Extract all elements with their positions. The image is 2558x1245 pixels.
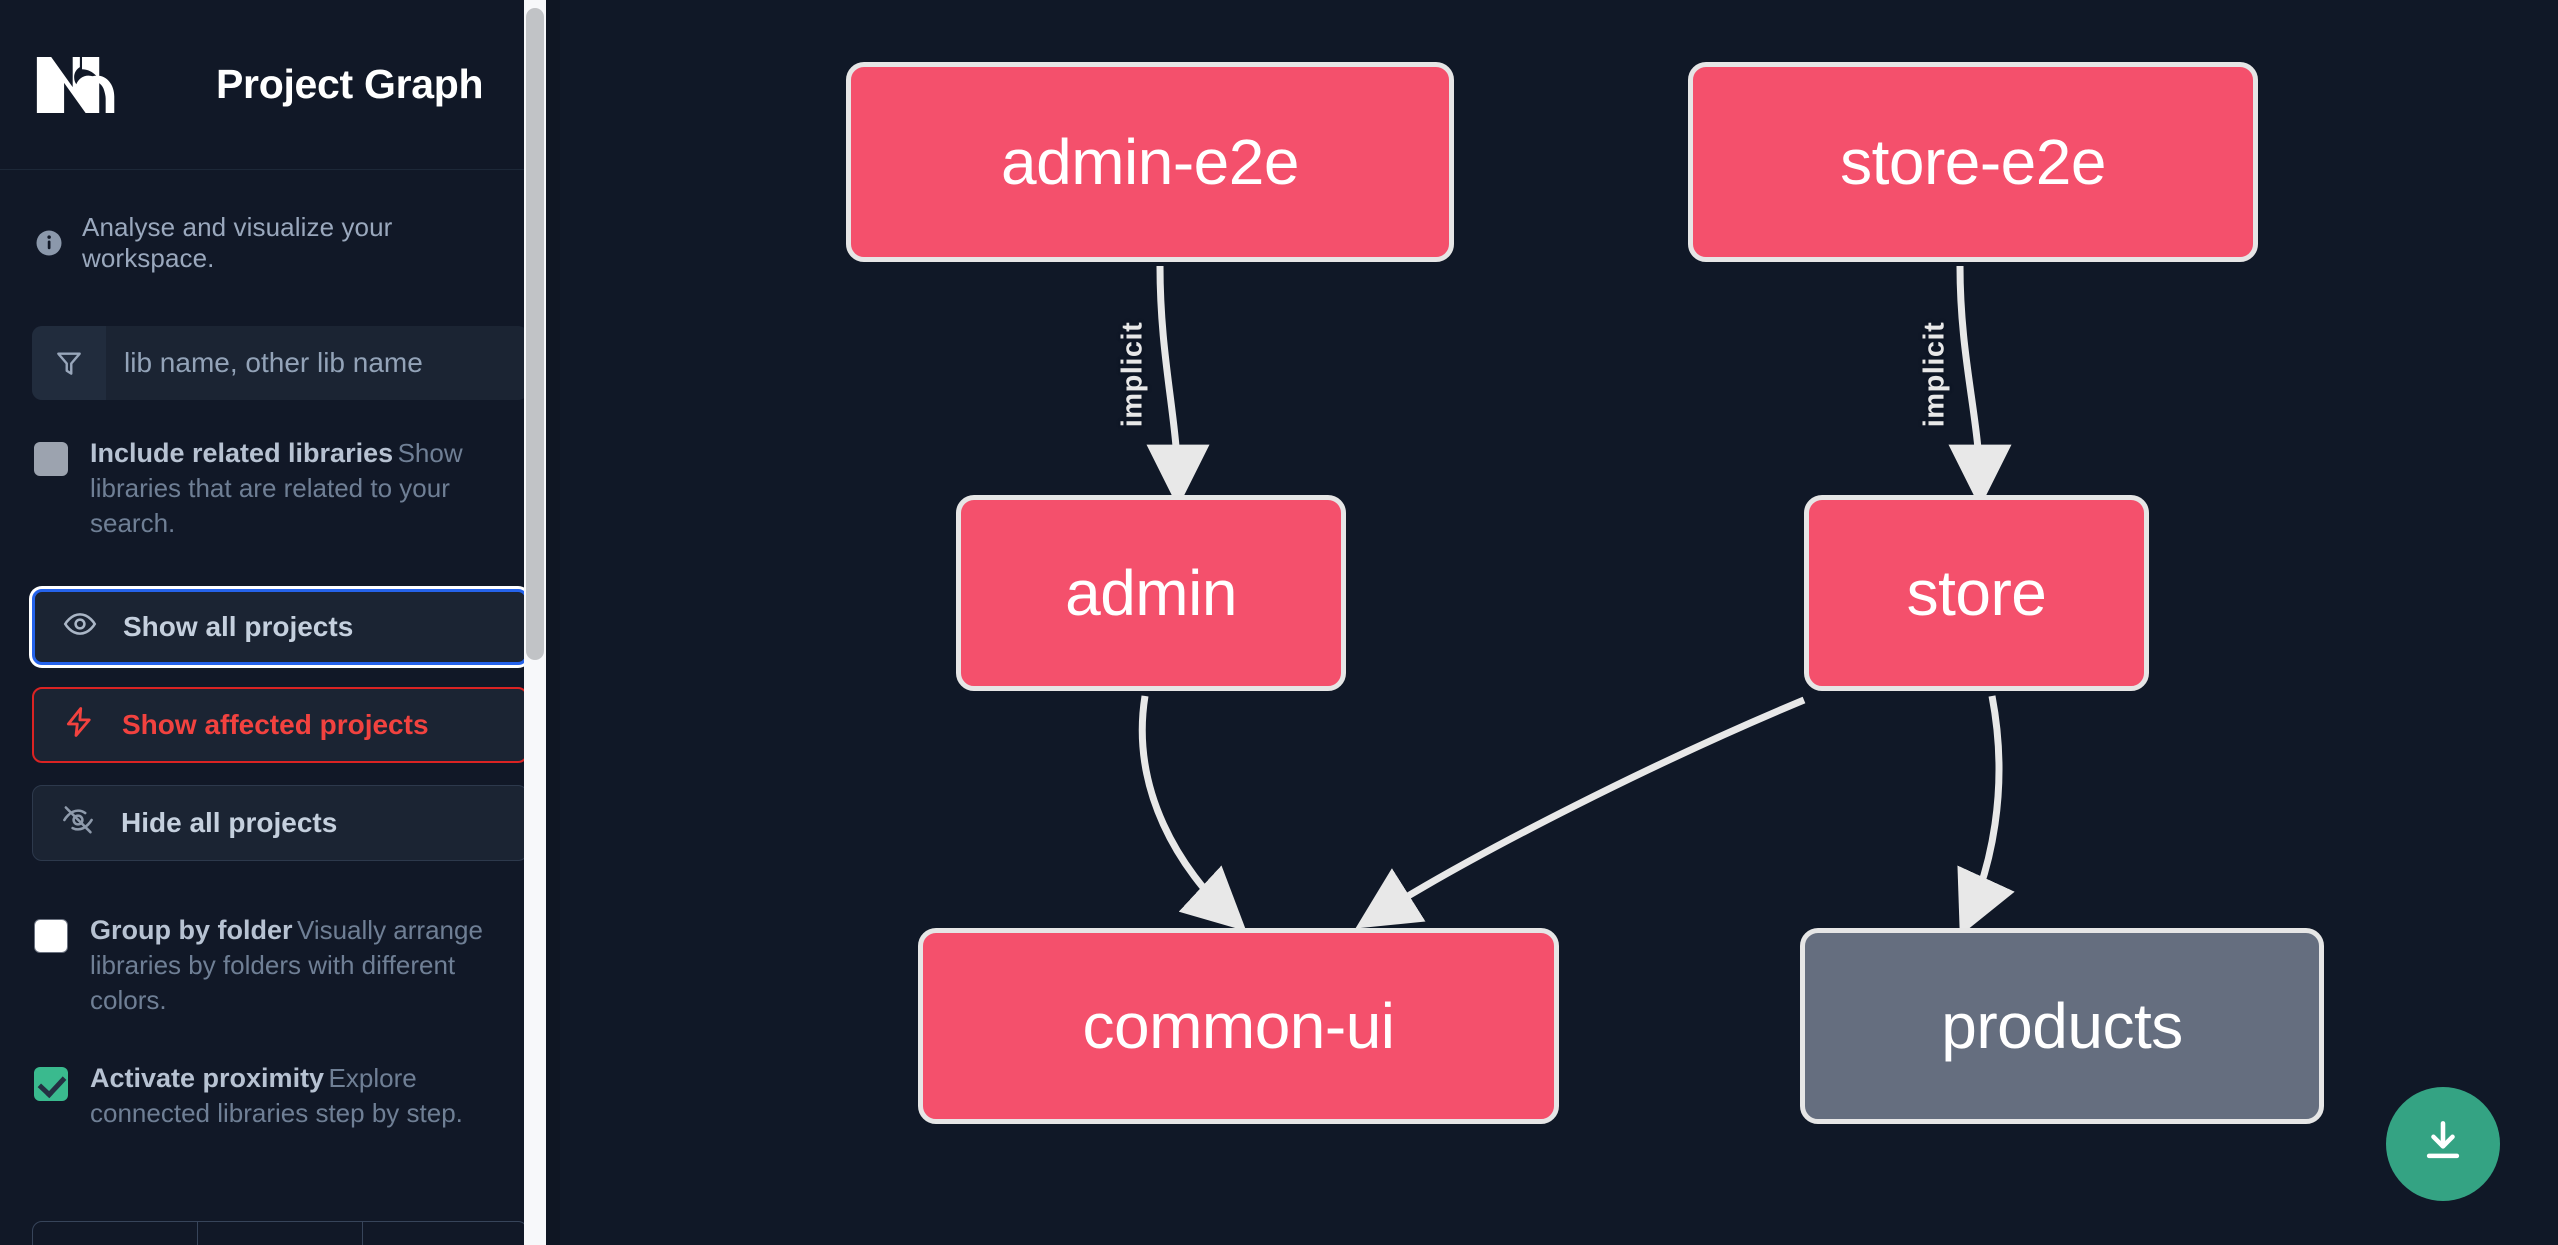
show-affected-projects-label: Show affected projects [122,709,429,741]
graph-node-store-e2e[interactable]: store-e2e [1688,62,2258,262]
graph-node-admin-e2e[interactable]: admin-e2e [846,62,1454,262]
sidebar-header: Project Graph [0,0,560,170]
graph-node-admin[interactable]: admin [956,495,1346,691]
sidebar-scrollbar-thumb[interactable] [526,8,544,660]
bottom-segmented-control[interactable] [32,1221,528,1245]
page-title: Project Graph [216,61,484,107]
node-label: store-e2e [1840,126,2106,198]
node-label: admin [1065,557,1237,629]
segment-1[interactable] [33,1222,198,1245]
node-label: common-ui [1082,990,1395,1062]
checkbox-description: Visually arrange libraries by folders wi… [90,915,483,1016]
hide-all-projects-button[interactable]: Hide all projects [32,785,528,862]
download-graph-button[interactable] [2386,1087,2500,1201]
segment-2[interactable] [198,1222,363,1245]
checkbox-box[interactable] [34,919,68,954]
checkbox-label: Group by folder [90,915,293,946]
graph-node-store[interactable]: store [1804,495,2149,691]
info-icon [34,228,64,258]
checkbox-label: Include related libraries [90,438,394,468]
sidebar-scrollbar[interactable] [524,0,546,1245]
show-all-projects-button[interactable]: Show all projects [32,589,528,666]
segment-3[interactable] [363,1222,527,1245]
tagline: Analyse and visualize your workspace. [32,170,528,274]
download-icon [2417,1116,2469,1173]
project-visibility-buttons: Show all projects Show affected projects [32,589,528,862]
edge-admin-common-ui [1138,695,1247,932]
sidebar-edge [546,0,560,1245]
filter-icon[interactable] [32,326,106,400]
show-all-projects-label: Show all projects [123,611,354,643]
edge-store-products [1957,695,2015,936]
search-row [32,326,528,400]
nx-logo-icon [34,54,120,116]
show-affected-projects-button[interactable]: Show affected projects [32,687,528,764]
eye-icon [63,607,97,648]
graph-canvas[interactable]: admin-e2e store-e2e admin store common-u… [560,0,2558,1245]
eye-off-icon [61,803,95,844]
hide-all-projects-label: Hide all projects [121,807,338,839]
checkbox-box[interactable] [34,1066,68,1101]
checkbox-activate-proximity[interactable]: Activate proximity Explore connected lib… [32,1061,528,1131]
checkbox-group-by-folder[interactable]: Group by folder Visually arrange librari… [32,913,528,1018]
checkbox-description: Explore connected libraries step by step… [90,1062,463,1128]
checkbox-include-related-libraries[interactable]: Include related libraries Show libraries… [32,436,528,541]
sidebar-body: Analyse and visualize your workspace. In… [0,170,560,1245]
edge-store-e2e-store [1948,265,2012,508]
lightning-icon [62,705,96,746]
graph-node-common-ui[interactable]: common-ui [918,928,1559,1124]
checkbox-description: Show libraries that are related to your … [90,438,463,539]
node-label: products [1941,990,2183,1062]
checkbox-label: Activate proximity [90,1062,325,1093]
graph-edges [1138,265,2015,936]
graph-node-products[interactable]: products [1800,928,2324,1124]
tagline-text: Analyse and visualize your workspace. [82,212,393,273]
edge-store-common-ui [1355,696,1806,929]
node-label: admin-e2e [1001,126,1299,198]
sidebar: Project Graph Analyse and visualize your… [0,0,560,1245]
node-label: store [1906,557,2047,629]
checkbox-box[interactable] [34,442,68,476]
search-input[interactable] [106,326,528,400]
edge-admin-e2e-admin [1146,265,1210,508]
